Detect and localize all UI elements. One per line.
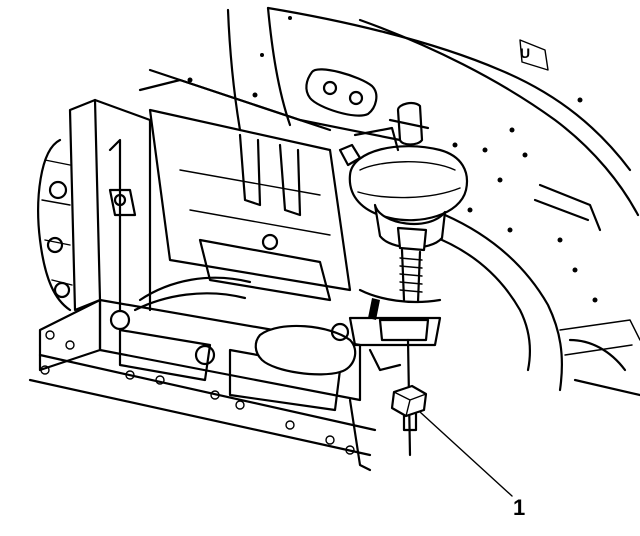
actuator-assembly xyxy=(338,101,469,372)
svg-text:U: U xyxy=(520,45,530,61)
wheelhouse-panel: U xyxy=(266,6,640,397)
body-panel xyxy=(138,6,402,142)
fastener-nut xyxy=(390,338,428,457)
callout-1: 1 xyxy=(419,411,525,520)
engine-cradle xyxy=(28,108,377,472)
callout-label-1: 1 xyxy=(513,495,525,520)
callout-leader-line xyxy=(419,411,513,497)
left-frame xyxy=(37,98,152,312)
